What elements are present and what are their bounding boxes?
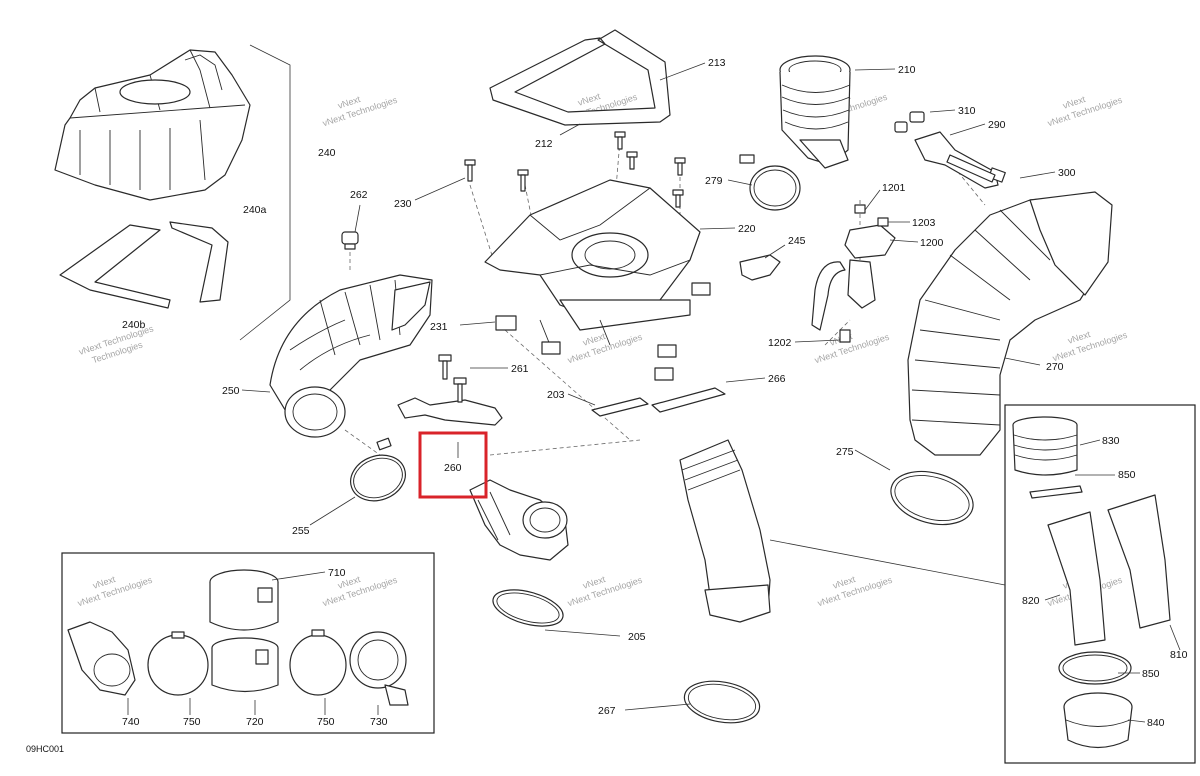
callout-310[interactable]: 310 — [958, 105, 976, 117]
part-820-tube — [1047, 511, 1106, 646]
part-710-sleeve — [209, 569, 279, 631]
watermark: vNext vNext Technologies — [321, 94, 399, 128]
callout-266[interactable]: 266 — [768, 373, 786, 385]
inset-box-right — [1004, 404, 1196, 764]
part-1203-nut — [877, 217, 889, 227]
callout-275[interactable]: 275 — [836, 446, 854, 458]
callout-240b[interactable]: 240b — [122, 319, 146, 331]
callout-1202[interactable]: 1202 — [768, 337, 792, 349]
part-310-nuts — [894, 111, 925, 133]
part-270-duct — [907, 191, 1113, 456]
callout-231[interactable]: 231 — [430, 321, 448, 333]
callout-850-a[interactable]: 850 — [1118, 469, 1136, 481]
part-262-grommet — [341, 231, 359, 250]
callout-240[interactable]: 240 — [318, 147, 336, 159]
callout-230[interactable]: 230 — [394, 198, 412, 210]
part-279-clamp — [739, 154, 801, 211]
watermark: vNext vNext Technologies — [566, 574, 644, 608]
part-275-clamp — [890, 470, 974, 526]
part-213-gasket — [489, 29, 671, 126]
part-1200-sensor — [811, 224, 896, 331]
callout-260-highlighted[interactable]: 260 — [444, 462, 462, 474]
part-1201-screw — [854, 204, 866, 214]
part-850-clamp-b — [1058, 651, 1132, 685]
watermark: vNext vNext Technologies — [816, 574, 894, 608]
callout-840[interactable]: 840 — [1147, 717, 1165, 729]
part-240a-seal — [169, 221, 229, 303]
part-245-bracket — [739, 254, 781, 281]
callout-245[interactable]: 245 — [788, 235, 806, 247]
watermark: vNext vNext Technologies — [813, 331, 891, 365]
part-203-strip — [591, 397, 649, 417]
part-750-clamp-a — [147, 631, 209, 696]
callout-267[interactable]: 267 — [598, 705, 616, 717]
callout-830[interactable]: 830 — [1102, 435, 1120, 447]
callout-205[interactable]: 205 — [628, 631, 646, 643]
callout-300[interactable]: 300 — [1058, 167, 1076, 179]
callout-820[interactable]: 820 — [1022, 595, 1040, 607]
part-720-sleeve — [211, 637, 279, 693]
part-261-bracket — [397, 354, 503, 426]
callout-213[interactable]: 213 — [708, 57, 726, 69]
callout-720[interactable]: 720 — [246, 716, 264, 728]
watermark: vNext vNext Technologies — [76, 574, 154, 608]
part-300-bolt — [946, 154, 1006, 183]
part-255-clamp — [350, 437, 406, 502]
part-220-tray — [484, 179, 701, 346]
part-250-intake-tube — [269, 274, 433, 438]
part-240b-seal — [59, 224, 171, 309]
part-230-screws — [464, 131, 686, 208]
part-205-clamp — [492, 589, 564, 627]
leader-lines — [127, 62, 1181, 723]
part-266-strip — [651, 387, 726, 413]
part-231-clips — [495, 282, 711, 381]
callout-labels: 210 213 212 240 240a 240b 262 230 220 27… — [122, 57, 1188, 729]
part-750-clamp-b — [289, 629, 347, 696]
callout-1203[interactable]: 1203 — [912, 217, 936, 229]
watermark: vNext vNext Technologies — [1051, 329, 1129, 363]
callout-203[interactable]: 203 — [547, 389, 565, 401]
part-830-bellows — [1012, 416, 1078, 476]
part-1202-screw — [839, 329, 851, 343]
watermark: vNext Technologies Technologies — [78, 323, 156, 365]
callout-220[interactable]: 220 — [738, 223, 756, 235]
callout-1201[interactable]: 1201 — [882, 182, 906, 194]
watermark: vNext vNext Technologies — [1046, 94, 1124, 128]
callout-212[interactable]: 212 — [535, 138, 553, 150]
part-740-elbow — [67, 621, 136, 696]
inset-box-left — [61, 552, 435, 734]
callout-270[interactable]: 270 — [1046, 361, 1064, 373]
callout-750-b[interactable]: 750 — [317, 716, 335, 728]
callout-279[interactable]: 279 — [705, 175, 723, 187]
callout-240a[interactable]: 240a — [243, 204, 267, 216]
part-840-adapter — [1063, 692, 1133, 749]
callout-810[interactable]: 810 — [1170, 649, 1188, 661]
part-210-boot — [779, 55, 851, 169]
callout-290[interactable]: 290 — [988, 119, 1006, 131]
callout-210[interactable]: 210 — [898, 64, 916, 76]
callout-850-b[interactable]: 850 — [1142, 668, 1160, 680]
part-810-tube — [1107, 494, 1171, 629]
callout-710[interactable]: 710 — [328, 567, 346, 579]
part-850-strip-a — [1029, 485, 1083, 499]
callout-730[interactable]: 730 — [370, 716, 388, 728]
callout-250[interactable]: 250 — [222, 385, 240, 397]
callout-262[interactable]: 262 — [350, 189, 368, 201]
callout-750-a[interactable]: 750 — [183, 716, 201, 728]
part-240-airbox — [54, 49, 251, 201]
bracket-240 — [239, 44, 291, 341]
part-260-elbow — [469, 479, 569, 561]
callout-740[interactable]: 740 — [122, 716, 140, 728]
diagram-code: 09HC001 — [26, 744, 64, 754]
callout-261[interactable]: 261 — [511, 363, 529, 375]
part-730-adapter — [349, 631, 409, 706]
part-267-clamp — [683, 680, 761, 724]
highlight-box-260[interactable] — [418, 431, 488, 499]
callout-255[interactable]: 255 — [292, 525, 310, 537]
part-center-tube — [679, 439, 771, 623]
callout-1200[interactable]: 1200 — [920, 237, 944, 249]
